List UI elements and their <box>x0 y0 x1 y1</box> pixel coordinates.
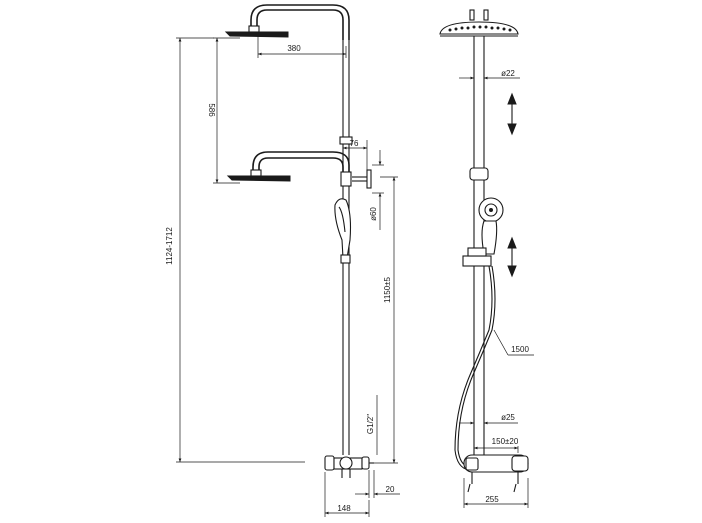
dim-inlet-thread: G1/2" <box>366 395 378 455</box>
nozzle-pattern <box>448 25 512 32</box>
dim-inlet-centers: 150±20 <box>473 437 519 453</box>
dim-inlet-centers-label: 150±20 <box>492 437 519 446</box>
dim-mixer-width: 148 <box>324 472 370 517</box>
dim-mixer-depth-label: 255 <box>485 495 499 504</box>
side-upper-pipe: ø22 <box>459 36 520 168</box>
wall-bracket <box>352 169 372 189</box>
dim-inlet-depth-label: 20 <box>386 485 395 494</box>
dim-bracket-dia-label: ø60 <box>369 207 378 221</box>
adjust-arrow-lower <box>507 236 517 278</box>
dim-hose-length-label: 1500 <box>511 345 529 354</box>
adjust-arrow-upper <box>507 92 517 136</box>
shower-hose <box>454 265 496 471</box>
dim-wall-offset-label: 76 <box>350 139 359 148</box>
side-connector <box>469 167 489 181</box>
dim-hose-length: 1500 <box>493 329 534 356</box>
hand-shower <box>334 198 352 264</box>
side-lower-pipe <box>473 180 485 455</box>
thermostatic-mixer <box>324 455 374 478</box>
dim-rail-height-label: 1150±5 <box>383 276 392 303</box>
side-overhead-shower <box>439 9 519 37</box>
dim-bracket-dia: ø60 <box>369 150 384 230</box>
dim-total-height: 1124-1712 <box>165 37 305 463</box>
dim-head-drop: 586 <box>207 37 240 184</box>
side-view: ø22 <box>439 9 534 508</box>
overhead-shower-top <box>224 4 350 40</box>
dim-lower-pipe-label: ø25 <box>501 413 515 422</box>
dim-head-drop-label: 586 <box>207 103 216 117</box>
dim-inlet-depth: 20 <box>355 470 400 498</box>
dim-rail-height: 1150±5 <box>372 176 398 464</box>
dim-upper-pipe-label: ø22 <box>501 69 515 78</box>
front-view: 380 586 1124-1712 76 <box>165 4 400 517</box>
dim-lower-pipe: ø25 <box>459 413 518 425</box>
overhead-shower-lower <box>226 151 350 182</box>
dim-mixer-depth: 255 <box>463 478 529 508</box>
dim-inlet-thread-label: G1/2" <box>366 414 375 434</box>
side-hand-shower <box>478 197 504 255</box>
dim-total-height-label: 1124-1712 <box>165 227 174 265</box>
side-slider <box>462 247 492 267</box>
dim-overhead-arm: 380 <box>257 36 347 58</box>
dim-overhead-arm-label: 380 <box>287 44 301 53</box>
dim-mixer-width-label: 148 <box>337 504 351 513</box>
side-mixer <box>463 454 529 493</box>
